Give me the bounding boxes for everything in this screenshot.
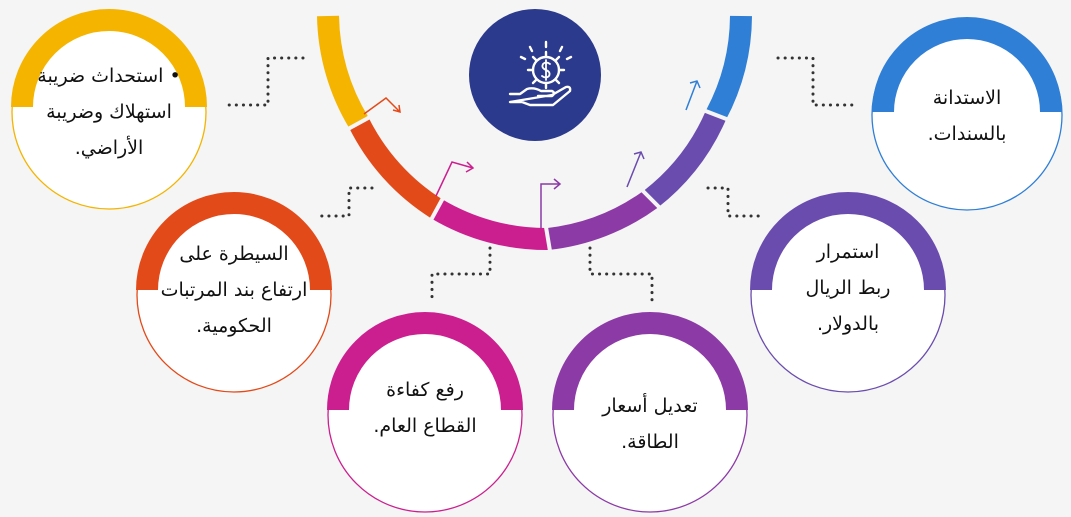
arrow-icon (540, 178, 562, 228)
arc-segment-energy (546, 190, 658, 250)
label-line: الأراضي. (74, 137, 144, 159)
label-line: • استحداث ضريبة (37, 65, 181, 87)
connector-efficiency (430, 246, 492, 302)
label-line: ربط الريال (805, 277, 891, 299)
arc-segment-taxes (317, 15, 369, 129)
arc-arrows (363, 80, 701, 228)
label-salaries: السيطرة على ارتفاع بند المرتبات الحكومية… (131, 236, 337, 344)
label-taxes: • استحداث ضريبة استهلاك وضريبة الأراضي. (14, 58, 204, 166)
connector-bonds (776, 56, 860, 107)
circle-accent-bonds (872, 17, 1062, 113)
connector-salaries (313, 186, 374, 218)
label-line: الحكومية. (196, 315, 272, 337)
arc-segment-riyal (644, 110, 727, 208)
label-efficiency: رفع كفاءة القطاع العام. (355, 372, 495, 444)
label-line: تعديل أسعار (602, 395, 698, 417)
arc-segment-bonds (706, 15, 752, 121)
label-line: بالسندات. (927, 123, 1007, 145)
arrow-icon (435, 161, 475, 197)
label-line: الطاقة. (621, 431, 679, 453)
arrow-icon (363, 97, 401, 115)
connector-riyal (706, 186, 767, 218)
arrow-icon (626, 151, 645, 188)
label-bonds: الاستدانة بالسندات. (917, 80, 1017, 152)
arrow-icon (685, 80, 701, 111)
item-circles (11, 9, 1063, 513)
label-line: رفع كفاءة (386, 379, 464, 401)
arc-divider (702, 108, 730, 122)
label-line: القطاع العام. (373, 415, 477, 437)
circle-accent-efficiency (327, 312, 523, 411)
label-line: بالدولار. (816, 313, 880, 335)
label-energy: تعديل أسعار الطاقة. (590, 388, 710, 460)
connector-taxes (224, 56, 305, 107)
arc-segment-salaries (349, 117, 443, 219)
label-line: الاستدانة (932, 87, 1002, 109)
arc-divider (544, 226, 552, 252)
circle-accent-energy (552, 312, 748, 411)
label-riyal: استمرار ربط الريال بالدولار. (788, 234, 908, 342)
dotted-connectors (224, 56, 860, 302)
arc-divider (429, 197, 445, 221)
arc-segment-efficiency (431, 199, 549, 251)
arc-divider (347, 115, 371, 131)
circle-accent-taxes (11, 9, 207, 108)
circle-accent-salaries (136, 192, 332, 291)
circle-accent-riyal (750, 192, 946, 291)
label-line: السيطرة على (179, 243, 289, 265)
arc-group (317, 15, 752, 252)
hand-holding-dollar-gear-icon (508, 40, 573, 107)
label-line: استمرار (816, 241, 880, 263)
connector-energy (588, 246, 654, 302)
center-badge (469, 9, 601, 141)
arc-divider (640, 188, 662, 210)
label-line: استهلاك وضريبة (46, 101, 172, 123)
label-line: ارتفاع بند المرتبات (160, 279, 308, 301)
